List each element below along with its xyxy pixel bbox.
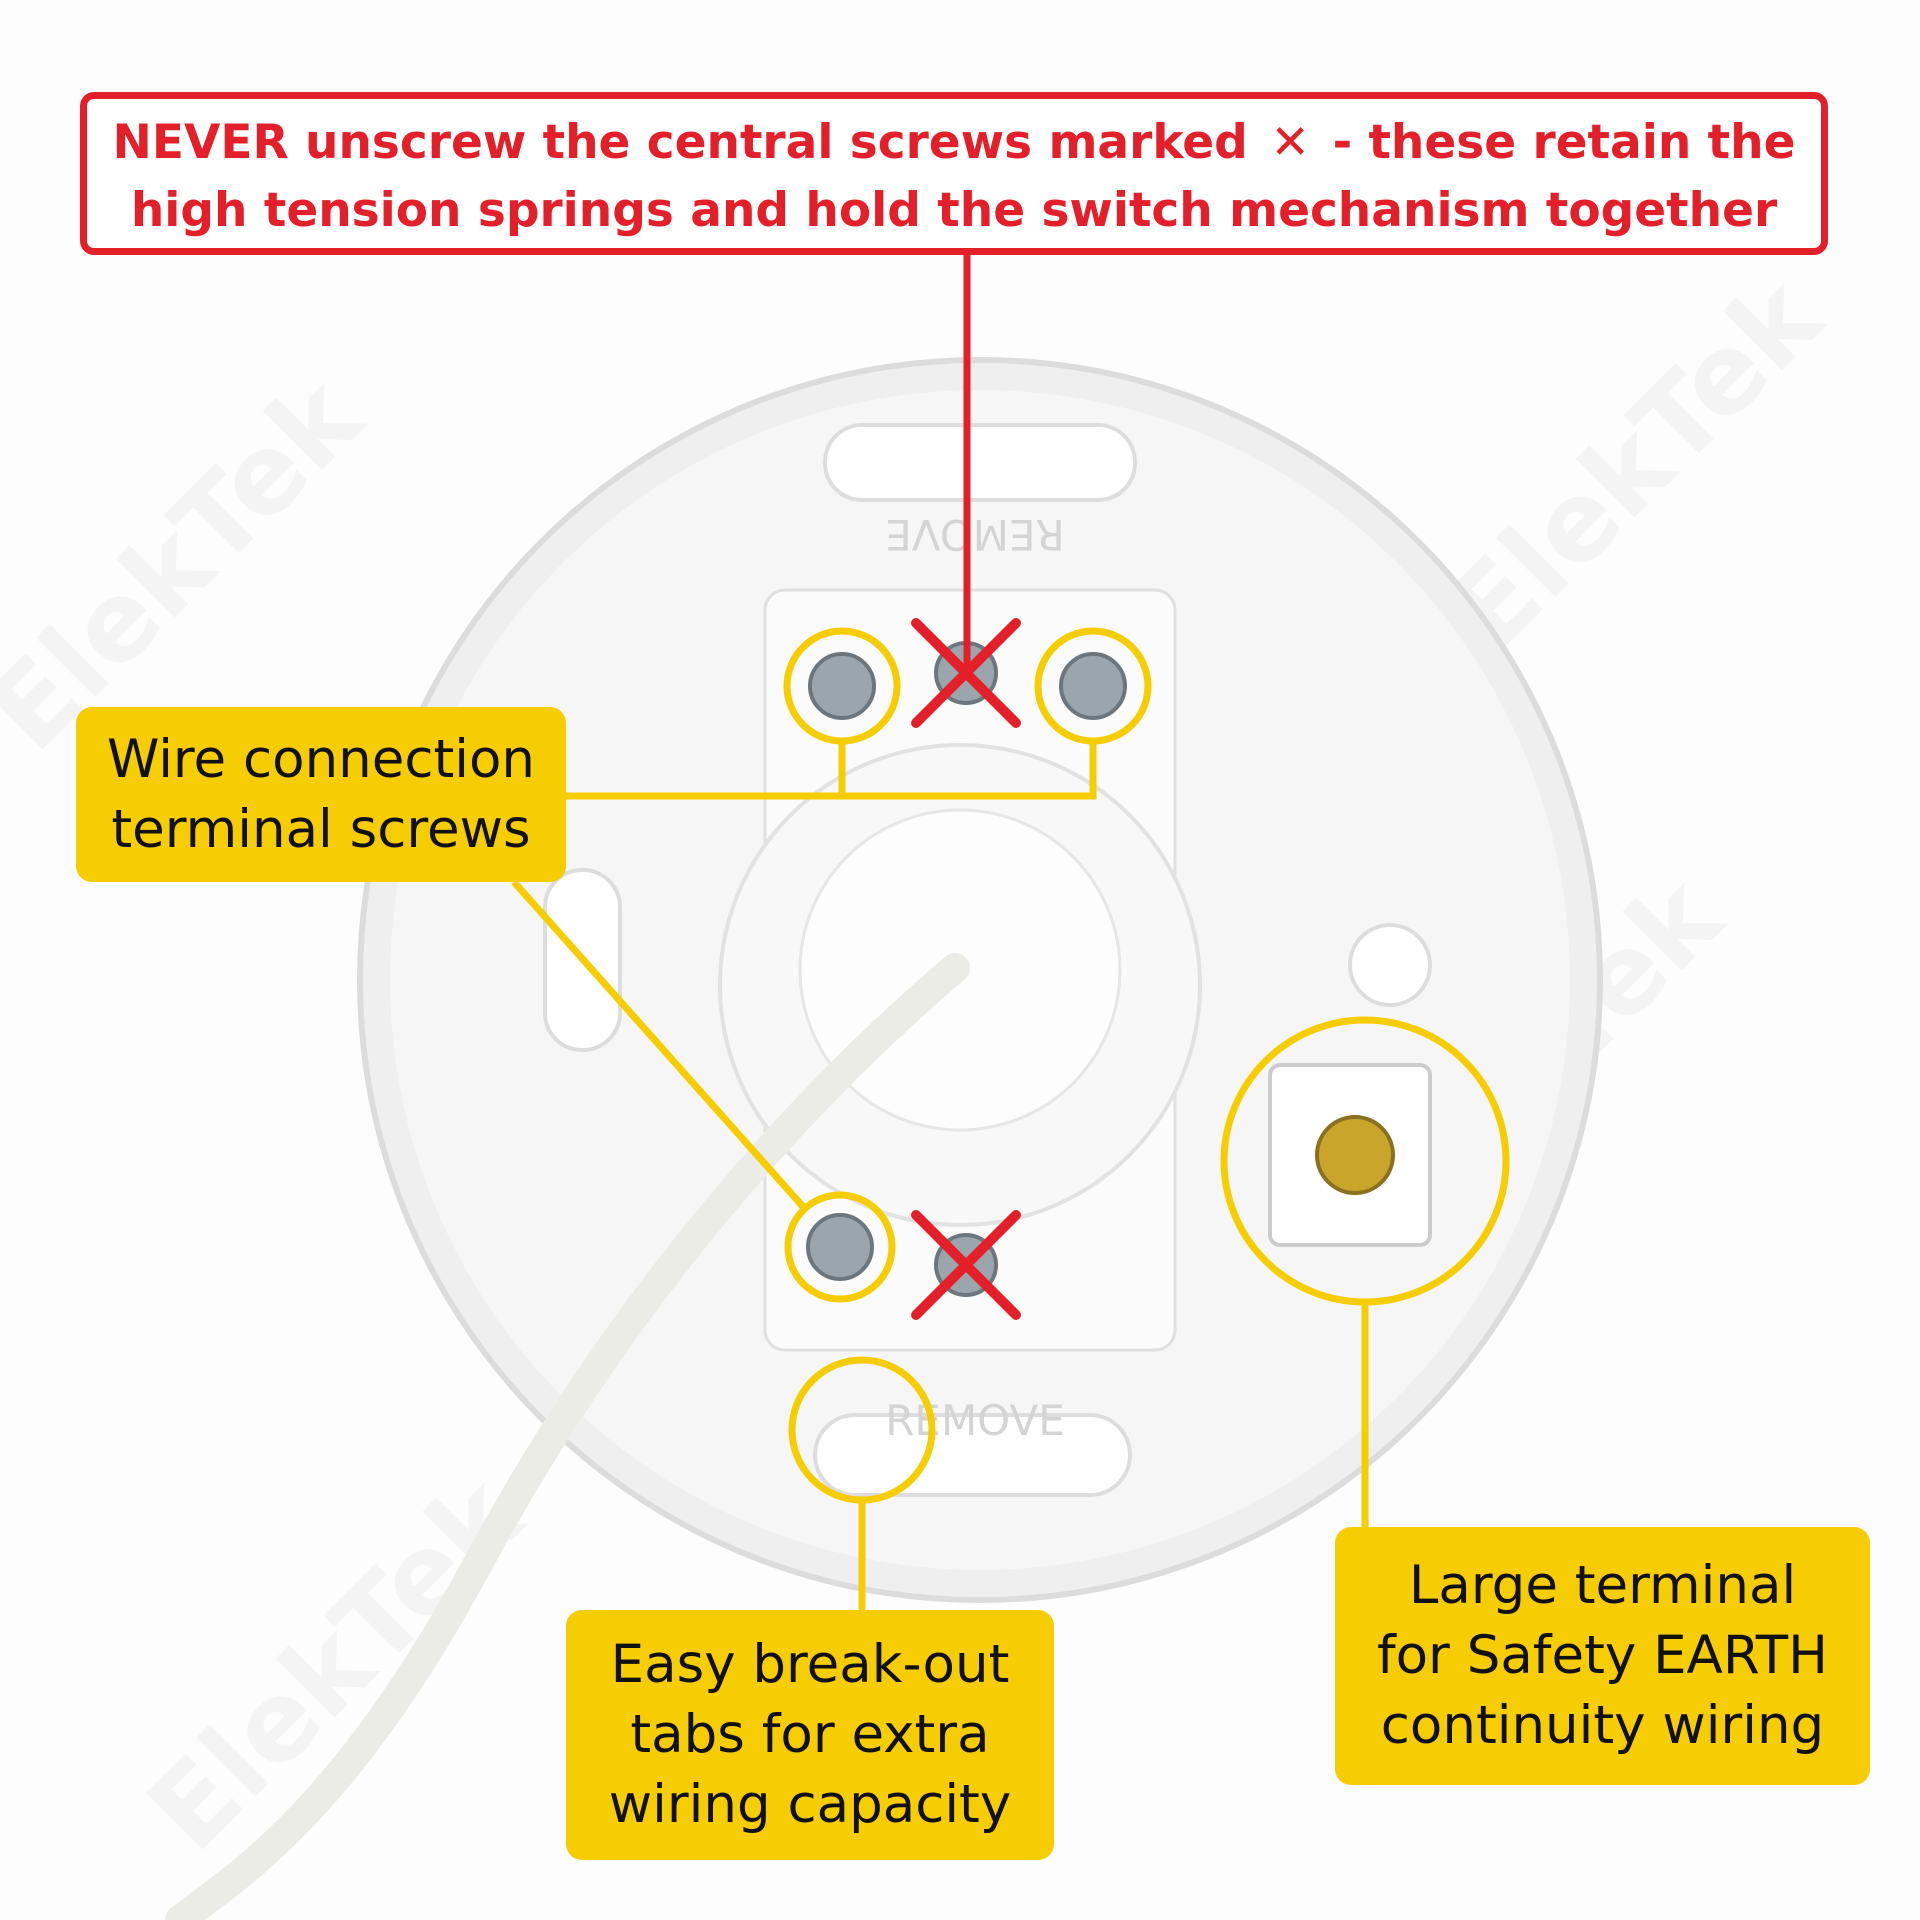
callout-text: wiring capacity [608, 1774, 1012, 1835]
callout-line [511, 879, 809, 1213]
warning-text: NEVER unscrew the central screws marked [112, 115, 1248, 170]
callout-terminal-screws: Wire connection terminal screws [76, 707, 566, 882]
callout-line [842, 741, 1097, 800]
callout-ring [784, 1191, 896, 1303]
callout-text: Easy break-out [610, 1634, 1010, 1695]
warning-text: - these retain the [1332, 115, 1796, 170]
callout-breakout-tabs: Easy break-out tabs for extra wiring capac… [566, 1610, 1054, 1860]
pull-cord [165, 953, 970, 1920]
mounting-slot-top [823, 423, 1137, 502]
mounting-slot-bottom [813, 1413, 1132, 1497]
plate-text: REMOVE [885, 1396, 1065, 1445]
warning-box: NEVER unscrew the central screws marked … [80, 92, 1828, 255]
earth-screw [1315, 1115, 1395, 1195]
fixing-hole-right [1348, 923, 1432, 1007]
plate-text: REMOVE [885, 510, 1065, 559]
callout-text: for Safety EARTH [1376, 1625, 1829, 1686]
warning-text: high tension springs and hold the switch… [130, 183, 1778, 238]
callout-text: Wire connection [106, 728, 536, 790]
x-mark-icon [911, 618, 1021, 1320]
x-mark-icon: ✕ [1270, 115, 1310, 170]
callout-text: Large terminal [1408, 1555, 1797, 1616]
callout-text: tabs for extra [630, 1704, 990, 1765]
callout-text: terminal screws [111, 798, 531, 860]
callout-text: continuity wiring [1380, 1695, 1825, 1756]
callout-earth-terminal: Large terminal for Safety EARTH continuity… [1335, 1527, 1870, 1785]
